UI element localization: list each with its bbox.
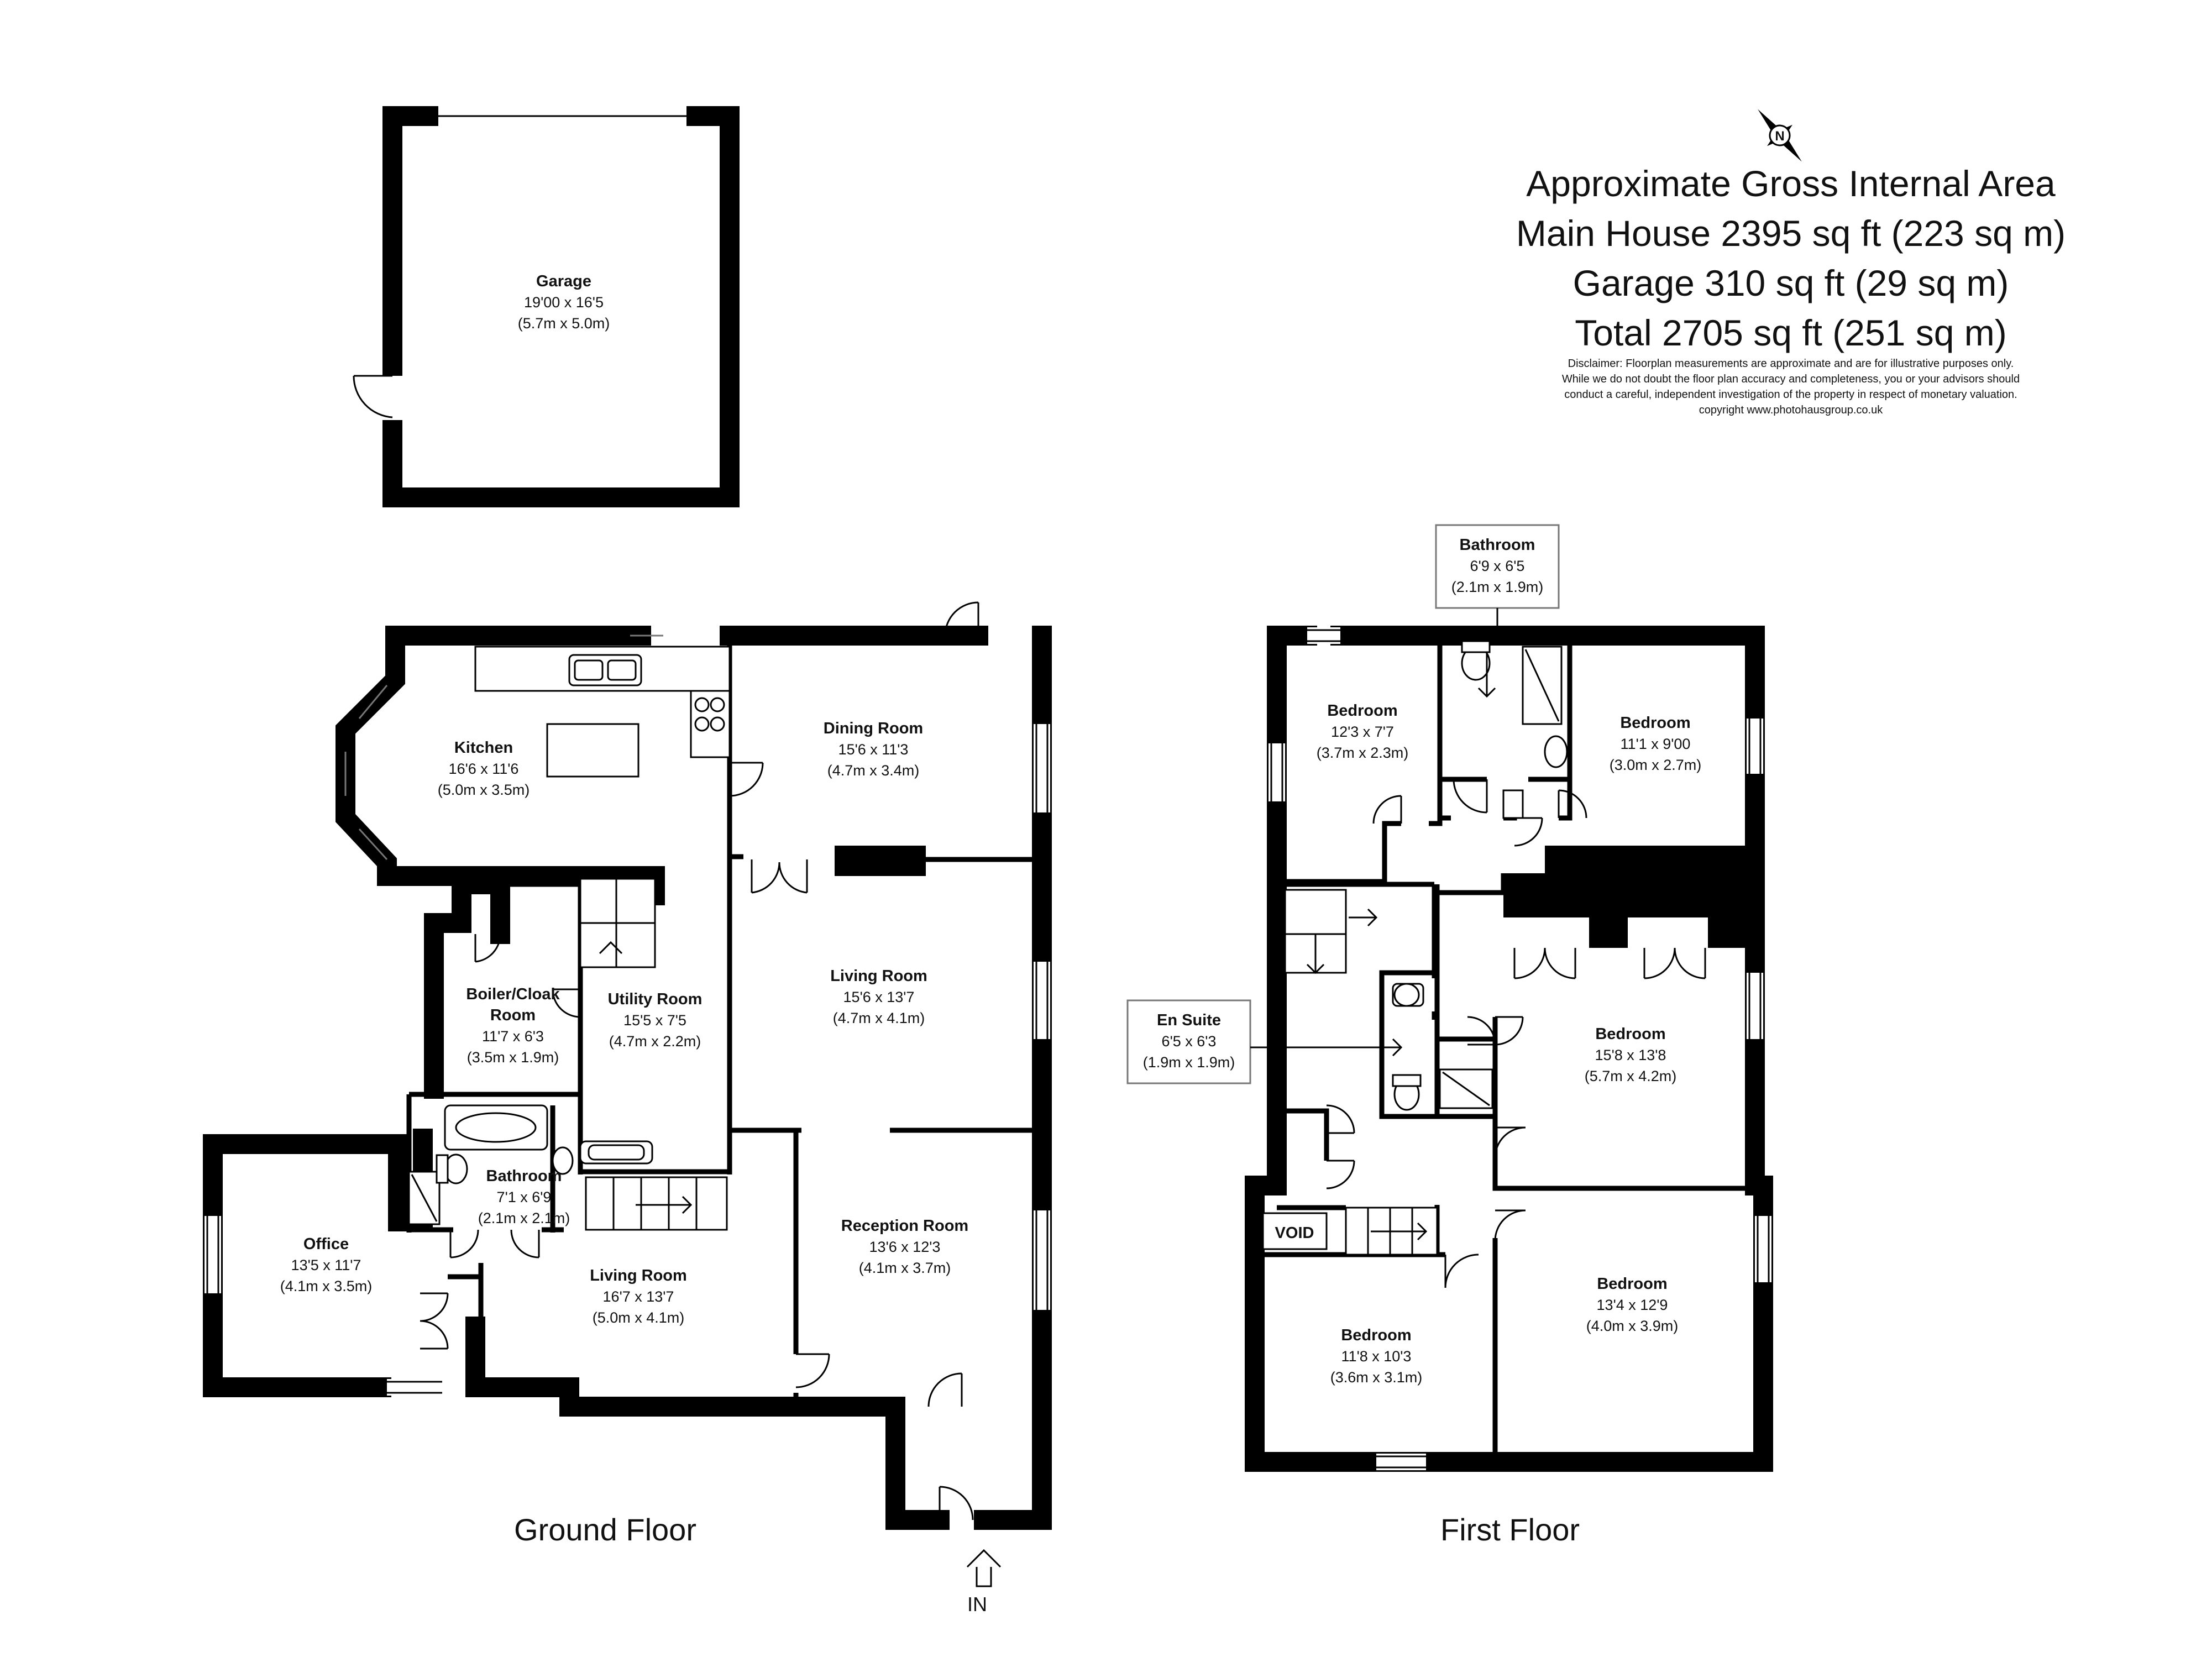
room-name: Boiler/Cloak <box>466 985 560 1003</box>
room-metric: (4.7m x 4.1m) <box>833 1010 925 1026</box>
room-imperial: 7'1 x 6'9 <box>497 1189 552 1205</box>
room-metric: (4.7m x 3.4m) <box>827 762 920 779</box>
garage-area: Garage 310 sq ft (29 sq m) <box>1573 263 2009 303</box>
room-metric: (4.1m x 3.7m) <box>859 1260 951 1276</box>
room-metric: (5.0m x 4.1m) <box>593 1309 685 1326</box>
room-imperial: 11'1 x 9'00 <box>1621 736 1691 752</box>
room-imperial: 6'9 x 6'5 <box>1470 558 1525 574</box>
room-metric: (1.9m x 1.9m) <box>1143 1054 1235 1071</box>
garage-imperial: 19'00 x 16'5 <box>524 294 604 311</box>
ensuite-callout: En Suite 6'5 x 6'3 (1.9m x 1.9m) <box>1126 999 1374 1084</box>
room-kitchen: Kitchen 16'6 x 11'6 (5.0m x 3.5m) <box>438 739 530 798</box>
room-imperial: 13'4 x 12'9 <box>1597 1297 1668 1313</box>
room-bedroom-ne: Bedroom 11'1 x 9'00 (3.0m x 2.7m) <box>1610 714 1702 773</box>
ground-floor-plan: IN Kitchen 16'6 x 11'6 (5.0m x 3.5m) Din… <box>203 601 1052 1616</box>
room-imperial: 13'6 x 12'3 <box>869 1239 941 1255</box>
disclaimer-line: While we do not doubt the floor plan acc… <box>1562 373 2020 385</box>
room-office: Office 13'5 x 11'7 (4.1m x 3.5m) <box>280 1235 373 1294</box>
room-metric: (5.7m x 4.2m) <box>1585 1068 1677 1084</box>
room-imperial: 16'6 x 11'6 <box>449 761 519 777</box>
room-living-lower: Living Room 16'7 x 13'7 (5.0m x 4.1m) <box>590 1267 687 1326</box>
disclaimer-line: conduct a careful, independent investiga… <box>1564 389 2017 401</box>
room-name: Office <box>303 1235 349 1253</box>
room-name: Room <box>490 1006 536 1024</box>
room-name: Reception Room <box>841 1217 968 1235</box>
room-metric: (5.0m x 3.5m) <box>438 782 530 798</box>
room-dining: Dining Room 15'6 x 11'3 (4.7m x 3.4m) <box>824 720 923 779</box>
room-imperial: 11'8 x 10'3 <box>1341 1348 1412 1365</box>
ensuite-arrow-icon <box>1374 1038 1403 1057</box>
first-floor-plan: VOID Bathroom 6'9 x 6'5 (2.1m x 1.9m) En… <box>1126 524 1773 1547</box>
room-living-upper: Living Room 15'6 x 13'7 (4.7m x 4.1m) <box>830 967 927 1026</box>
copyright-line: copyright www.photohausgroup.co.uk <box>1699 404 1883 416</box>
room-name: Bedroom <box>1327 702 1397 720</box>
room-metric: (4.7m x 2.2m) <box>609 1033 701 1050</box>
room-imperial: 6'5 x 6'3 <box>1162 1033 1217 1050</box>
room-name: En Suite <box>1157 1011 1221 1029</box>
compass-letter: N <box>1775 129 1784 144</box>
area-title: Approximate Gross Internal Area <box>1526 163 2056 204</box>
room-metric: (3.0m x 2.7m) <box>1610 757 1702 773</box>
room-name: Bathroom <box>486 1167 562 1185</box>
room-metric: (2.1m x 2.1m) <box>478 1210 570 1226</box>
compass-north-icon: N <box>1758 109 1802 162</box>
entrance-arrow-icon <box>966 1549 1002 1587</box>
room-name: Bedroom <box>1341 1326 1411 1344</box>
room-metric: (4.0m x 3.9m) <box>1586 1318 1679 1334</box>
ground-floor-label: Ground Floor <box>514 1512 696 1547</box>
room-name: Dining Room <box>824 720 923 737</box>
garage-name: Garage <box>536 272 591 290</box>
room-imperial: 15'8 x 13'8 <box>1595 1047 1666 1063</box>
room-imperial: 16'7 x 13'7 <box>603 1288 674 1305</box>
bathroom-callout: Bathroom 6'9 x 6'5 (2.1m x 1.9m) <box>1435 524 1560 641</box>
first-floor-label: First Floor <box>1440 1512 1580 1547</box>
room-imperial: 15'5 x 7'5 <box>623 1012 686 1029</box>
room-imperial: 13'5 x 11'7 <box>291 1257 361 1273</box>
room-bedroom-nw: Bedroom 12'3 x 7'7 (3.7m x 2.3m) <box>1317 702 1409 761</box>
room-imperial: 15'6 x 11'3 <box>838 741 909 758</box>
room-name: Bedroom <box>1595 1025 1665 1043</box>
room-imperial: 11'7 x 6'3 <box>482 1028 544 1045</box>
entrance-label: IN <box>967 1593 987 1616</box>
room-name: Living Room <box>830 967 927 985</box>
room-imperial: 15'6 x 13'7 <box>843 989 915 1005</box>
room-metric: (4.1m x 3.5m) <box>280 1278 373 1294</box>
room-bathroom: Bathroom 7'1 x 6'9 (2.1m x 2.1m) <box>478 1167 570 1226</box>
room-name: Bathroom <box>1460 536 1535 554</box>
room-name: Living Room <box>590 1267 687 1284</box>
void-label: VOID <box>1275 1224 1314 1242</box>
room-metric: (2.1m x 1.9m) <box>1451 579 1544 595</box>
room-name: Utility Room <box>608 990 703 1008</box>
room-metric: (3.5m x 1.9m) <box>467 1049 559 1066</box>
garage-plan: Garage 19'00 x 16'5 (5.7m x 5.0m) <box>353 106 740 507</box>
room-name: Kitchen <box>454 739 513 757</box>
garage-metric: (5.7m x 5.0m) <box>518 315 610 332</box>
disclaimer-line: Disclaimer: Floorplan measurements are a… <box>1568 358 2014 370</box>
room-reception: Reception Room 13'6 x 12'3 (4.1m x 3.7m) <box>841 1217 968 1276</box>
room-bedroom-main: Bedroom 15'8 x 13'8 (5.7m x 4.2m) <box>1585 1025 1677 1084</box>
room-utility: Utility Room 15'5 x 7'5 (4.7m x 2.2m) <box>608 990 703 1050</box>
main-house-area: Main House 2395 sq ft (223 sq m) <box>1516 213 2066 254</box>
room-bedroom-se: Bedroom 13'4 x 12'9 (4.0m x 3.9m) <box>1586 1275 1679 1334</box>
room-bedroom-sw: Bedroom 11'8 x 10'3 (3.6m x 3.1m) <box>1330 1326 1423 1386</box>
room-boiler-cloak: Boiler/Cloak Room 11'7 x 6'3 (3.5m x 1.9… <box>466 985 560 1066</box>
room-name: Bedroom <box>1597 1275 1667 1293</box>
area-summary: Approximate Gross Internal Area Main Hou… <box>1516 163 2066 416</box>
room-metric: (3.6m x 3.1m) <box>1330 1369 1423 1386</box>
room-metric: (3.7m x 2.3m) <box>1317 744 1409 761</box>
total-area: Total 2705 sq ft (251 sq m) <box>1575 312 2006 353</box>
room-name: Bedroom <box>1620 714 1690 732</box>
room-imperial: 12'3 x 7'7 <box>1331 723 1394 740</box>
